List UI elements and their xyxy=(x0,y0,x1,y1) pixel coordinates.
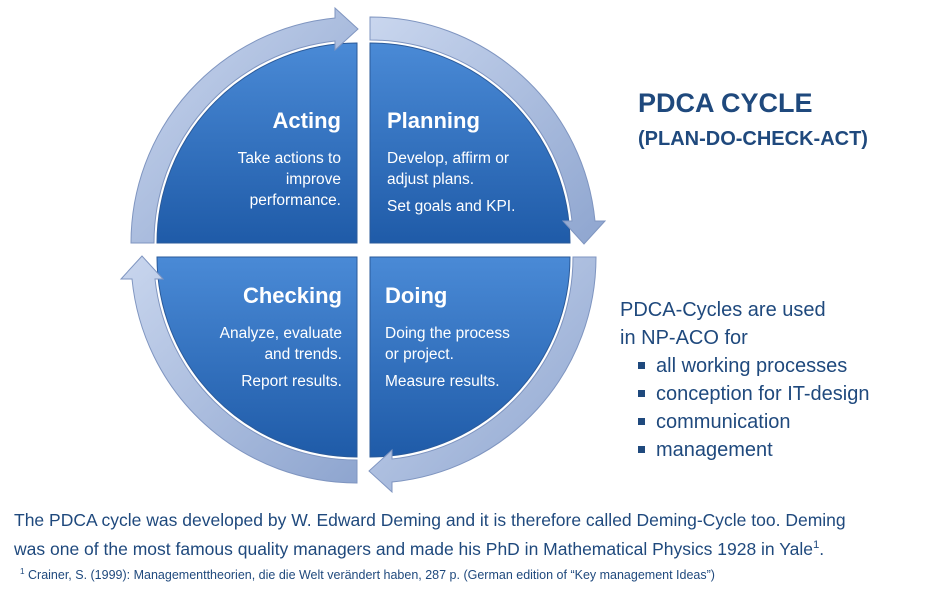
planning-text: Planning Develop, affirm or adjust plans… xyxy=(387,108,515,217)
arrow-check-to-act-icon xyxy=(119,255,358,484)
checking-text: Checking Analyze, evaluate and trends. R… xyxy=(220,283,342,392)
page-subtitle: (PLAN-DO-CHECK-ACT) xyxy=(638,128,868,150)
list-item: management xyxy=(638,436,869,464)
footer-end: . xyxy=(819,538,825,559)
list-item-label: all working processes xyxy=(656,355,848,377)
doing-line: or project. xyxy=(385,346,454,363)
planning-title: Planning xyxy=(387,108,480,133)
list-item: communication xyxy=(638,408,869,436)
usage-list: PDCA-Cycles are used in NP-ACO for all w… xyxy=(620,296,869,464)
bullet-icon xyxy=(638,418,645,425)
checking-line: and trends. xyxy=(264,346,342,363)
bullet-icon xyxy=(638,390,645,397)
acting-line: improve xyxy=(285,171,341,188)
footnote-text: Crainer, S. (1999): Managementtheorien, … xyxy=(28,568,715,583)
arrow-plan-to-do-icon xyxy=(369,16,607,245)
footer-text: was one of the most famous quality manag… xyxy=(14,538,813,559)
acting-line: performance. xyxy=(249,192,341,209)
planning-extra: Set goals and KPI. xyxy=(387,198,516,215)
list-item-label: conception for IT-design xyxy=(656,383,870,405)
arrow-act-to-plan-icon xyxy=(130,6,359,244)
quadrant-planning xyxy=(369,42,571,244)
quadrant-checking xyxy=(156,256,358,458)
list-item-label: management xyxy=(656,439,773,461)
acting-line: Take actions to xyxy=(237,150,341,167)
page-title: PDCA CYCLE xyxy=(638,88,813,118)
checking-extra: Report results. xyxy=(241,373,342,390)
footnote-mark: 1 xyxy=(20,567,25,576)
acting-title: Acting xyxy=(272,108,341,133)
footnote: 1 Crainer, S. (1999): Managementtheorien… xyxy=(20,567,715,582)
list-item: conception for IT-design xyxy=(638,380,869,408)
doing-text: Doing Doing the process or project. Meas… xyxy=(385,283,510,392)
list-item: all working processes xyxy=(638,352,869,380)
quadrant-doing xyxy=(369,256,571,458)
checking-title: Checking xyxy=(242,283,342,308)
footer-line: was one of the most famous quality manag… xyxy=(14,533,924,562)
bullet-icon xyxy=(638,362,645,369)
planning-line: adjust plans. xyxy=(387,171,475,188)
footer-paragraph: The PDCA cycle was developed by W. Edwar… xyxy=(14,508,924,562)
doing-line: Doing the process xyxy=(385,325,510,342)
footnote-ref: 1 xyxy=(812,539,820,551)
doing-title: Doing xyxy=(385,283,448,308)
bullet-icon xyxy=(638,446,645,453)
usage-intro: in NP-ACO for xyxy=(620,327,748,349)
arrow-do-to-check-icon xyxy=(368,256,597,494)
checking-line: Analyze, evaluate xyxy=(219,325,342,342)
list-item-label: communication xyxy=(656,411,791,433)
usage-intro: PDCA-Cycles are used xyxy=(620,299,826,321)
quadrant-acting xyxy=(156,42,358,244)
acting-text: Acting Take actions to improve performan… xyxy=(238,108,341,211)
planning-line: Develop, affirm or xyxy=(387,150,510,167)
footer-line: The PDCA cycle was developed by W. Edwar… xyxy=(14,510,846,530)
doing-extra: Measure results. xyxy=(385,373,500,390)
